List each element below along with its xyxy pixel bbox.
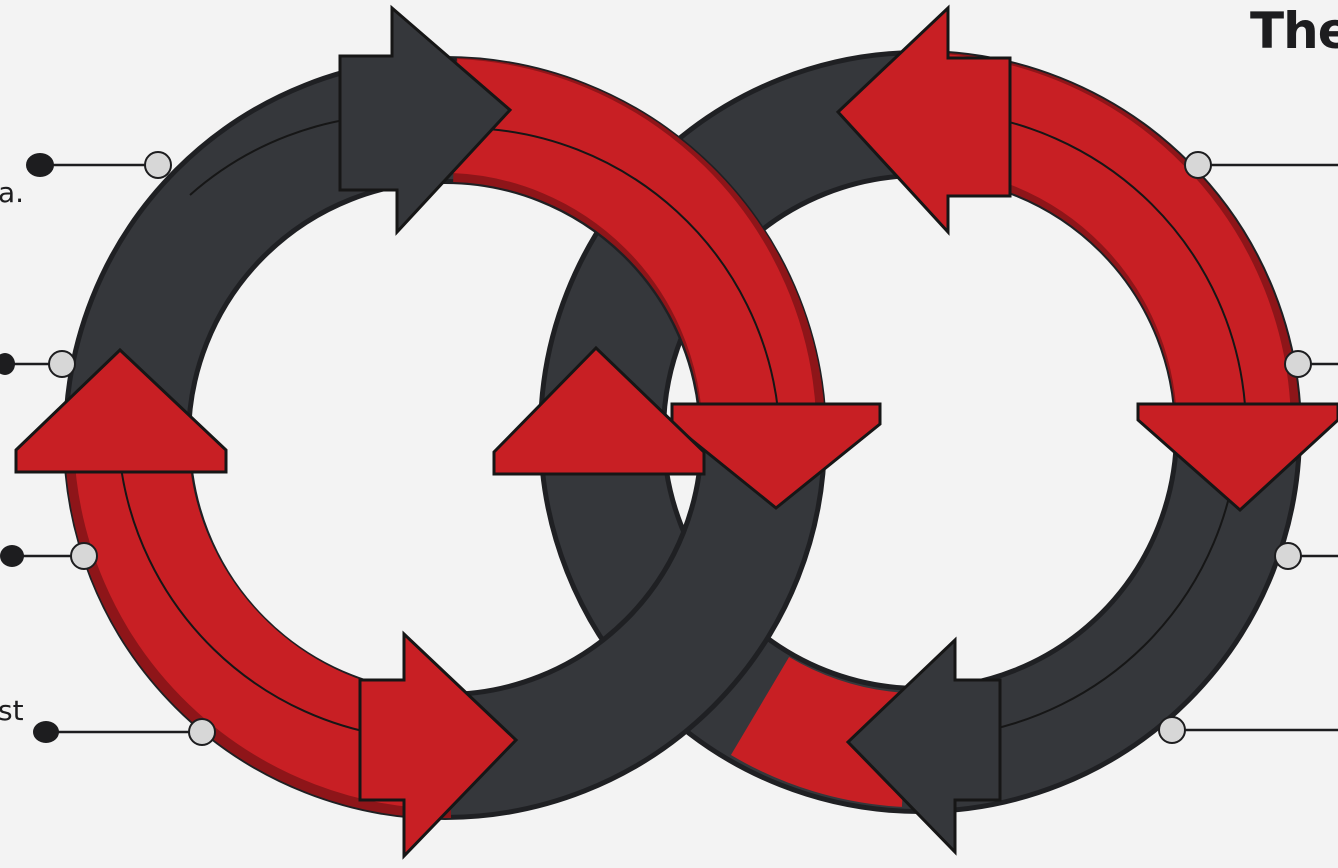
left-callout-1-text: a. — [0, 176, 24, 209]
left-bottom-arrow-icon — [360, 634, 516, 856]
left-callout-4-text: st — [0, 694, 24, 727]
left-top-arrow-icon — [340, 8, 510, 232]
right-bottom-arrow-icon — [848, 640, 1000, 852]
right-top-arrow-icon — [838, 8, 1010, 232]
page-heading: The — [1250, 2, 1338, 60]
